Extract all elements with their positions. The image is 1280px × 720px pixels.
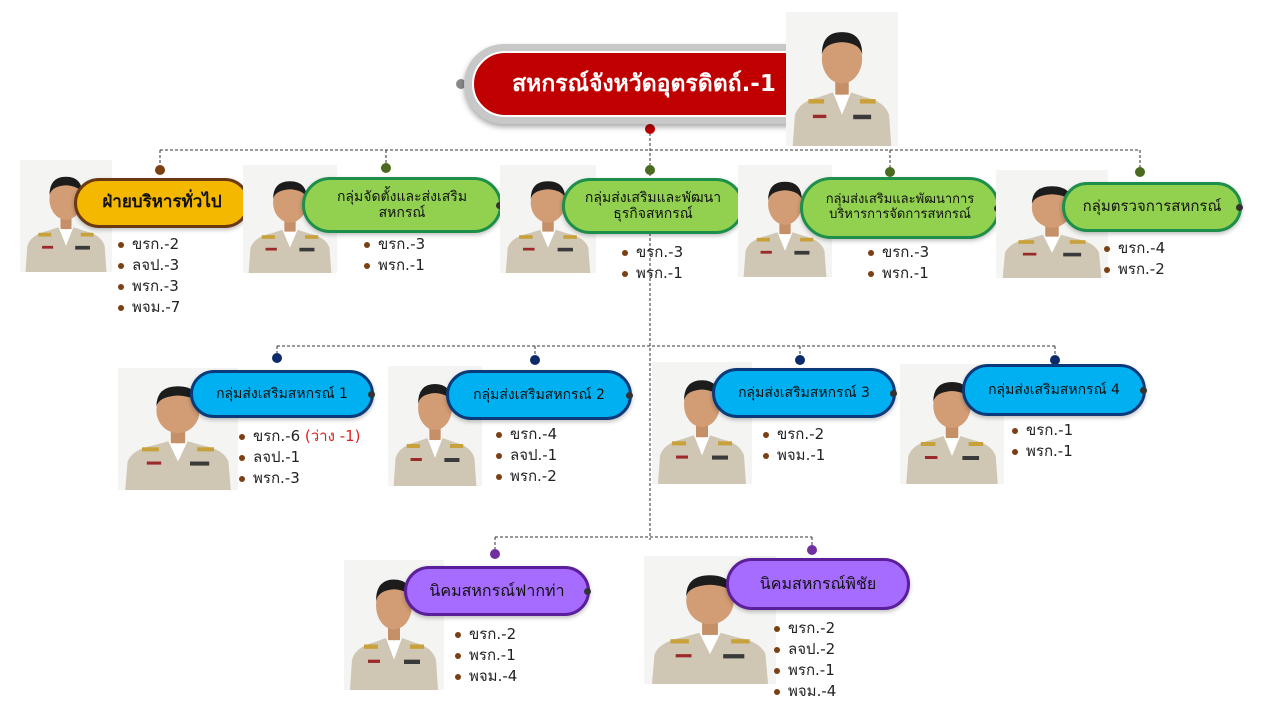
staff-item: พรก.-2 [1104, 259, 1165, 280]
head-title: สหกรณ์จังหวัดอุตรดิตถ์.-1 [512, 71, 776, 97]
staff-list-settlement-phichai: ขรก.-2 ลจป.-2 พรก.-1 พจม.-4 [774, 618, 836, 702]
staff-item: พรก.-1 [622, 263, 683, 284]
staff-item: พรก.-1 [774, 660, 836, 681]
pill-settlement-phichai: นิคมสหกรณ์พิชัย [726, 558, 910, 610]
pill-promo-3: กลุ่มส่งเสริมสหกรณ์ 3 [712, 368, 897, 418]
promo-2-name: กลุ่มส่งเสริมสหกรณ์ 2 [473, 386, 605, 403]
photo-group-establish [243, 165, 337, 273]
settlement-fakta-name: นิคมสหกรณ์ฟากท่า [429, 580, 565, 600]
staff-item: ขรก.-4 [496, 424, 557, 445]
group-inspection-name: กลุ่มตรวจการสหกรณ์ [1082, 197, 1222, 216]
staff-list-promo-3: ขรก.-2 พจม.-1 [763, 424, 825, 466]
group-establish-name: กลุ่มจัดตั้งและส่งเสริมสหกรณ์ [336, 188, 468, 221]
staff-list-promo-1: ขรก.-6 (ว่าง -1) ลจป.-1 พรก.-3 [239, 426, 361, 489]
pill-inspection-end-dot [1236, 203, 1243, 211]
staff-item: พรก.-1 [868, 263, 929, 284]
staff-list-inspection: ขรก.-4 พรก.-2 [1104, 238, 1165, 280]
photo-head [786, 12, 898, 146]
staff-item: ลจป.-3 [118, 255, 180, 276]
staff-list-business: ขรก.-3 พรก.-1 [622, 242, 683, 284]
staff-item: พรก.-2 [496, 466, 557, 487]
staff-item: พรก.-3 [118, 276, 180, 297]
pill-group-management: กลุ่มส่งเสริมและพัฒนาการบริหารการจัดการส… [800, 177, 1001, 239]
staff-item: ขรก.-1 [1012, 420, 1073, 441]
staff-item: ขรก.-6 (ว่าง -1) [239, 426, 361, 447]
staff-item: ลจป.-1 [496, 445, 557, 466]
pill-group-inspection: กลุ่มตรวจการสหกรณ์ [1062, 182, 1243, 232]
pill-promo-3-end-dot [890, 389, 897, 397]
staff-item: ขรก.-4 [1104, 238, 1165, 259]
group-business-name: กลุ่มส่งเสริมและพัฒนาธุรกิจสหกรณ์ [584, 189, 722, 222]
pill-promo-4-end-dot [1140, 386, 1147, 394]
staff-list-promo-2: ขรก.-4 ลจป.-1 พรก.-2 [496, 424, 557, 487]
staff-item: ลจป.-1 [239, 447, 361, 468]
connector-dot-admin [155, 165, 165, 175]
connector-dot-group-inspection [1135, 167, 1145, 177]
staff-item: ขรก.-2 [763, 424, 825, 445]
group-admin-name: ฝ่ายบริหารทั่วไป [102, 192, 222, 213]
staff-item: พรก.-1 [455, 645, 517, 666]
staff-item: พรก.-3 [239, 468, 361, 489]
staff-count: ขรก.-6 [253, 427, 301, 445]
connector-dot-head [645, 124, 655, 134]
staff-item: พรก.-1 [364, 255, 425, 276]
staff-item: พจม.-4 [774, 681, 836, 702]
connector-dot-settlement-phichai [807, 545, 817, 555]
connector-dot-promo-2 [530, 355, 540, 365]
photo-group-business [500, 165, 596, 273]
staff-list-establish: ขรก.-3 พรก.-1 [364, 234, 425, 276]
staff-item: พรก.-1 [1012, 441, 1073, 462]
pill-settlement-fakta: นิคมสหกรณ์ฟากท่า [404, 566, 591, 616]
staff-list-settlement-fakta: ขรก.-2 พรก.-1 พจม.-4 [455, 624, 517, 687]
connector-dot-promo-3 [795, 355, 805, 365]
staff-list-admin: ขรก.-2 ลจป.-3 พรก.-3 พจม.-7 [118, 234, 180, 318]
pill-promo-1: กลุ่มส่งเสริมสหกรณ์ 1 [190, 370, 375, 418]
staff-item: พจม.-7 [118, 297, 180, 318]
staff-item: ขรก.-3 [364, 234, 425, 255]
settlement-phichai-name: นิคมสหกรณ์พิชัย [759, 573, 877, 593]
head-title-pill: สหกรณ์จังหวัดอุตรดิตถ์.-1 [472, 51, 816, 117]
pill-promo-4: กลุ่มส่งเสริมสหกรณ์ 4 [962, 364, 1147, 416]
pill-fakta-end-dot [584, 587, 591, 595]
staff-list-promo-4: ขรก.-1 พรก.-1 [1012, 420, 1073, 462]
staff-item: ลจป.-2 [774, 639, 836, 660]
staff-item: ขรก.-3 [622, 242, 683, 263]
pill-promo-2: กลุ่มส่งเสริมสหกรณ์ 2 [446, 370, 633, 420]
pill-group-establish: กลุ่มจัดตั้งและส่งเสริมสหกรณ์ [302, 177, 503, 233]
pill-group-business: กลุ่มส่งเสริมและพัฒนาธุรกิจสหกรณ์ [562, 178, 745, 234]
staff-item: ขรก.-2 [774, 618, 836, 639]
promo-1-name: กลุ่มส่งเสริมสหกรณ์ 1 [216, 385, 348, 402]
group-management-name: กลุ่มส่งเสริมและพัฒนาการบริหารการจัดการส… [825, 192, 975, 222]
staff-item: ขรก.-3 [868, 242, 929, 263]
staff-list-management: ขรก.-3 พรก.-1 [868, 242, 929, 284]
pill-promo-2-end-dot [626, 391, 633, 399]
promo-3-name: กลุ่มส่งเสริมสหกรณ์ 3 [738, 384, 870, 401]
staff-item: ขรก.-2 [118, 234, 180, 255]
connector-dot-group-business [645, 165, 655, 175]
staff-item: พจม.-4 [455, 666, 517, 687]
vacancy-note: (ว่าง -1) [304, 427, 361, 445]
connector-dot-group-management [885, 167, 895, 177]
pill-establish-end-dot [496, 201, 503, 209]
pill-admin: ฝ่ายบริหารทั่วไป [74, 178, 251, 228]
pill-promo-1-end-dot [368, 390, 375, 398]
head-left-dot [456, 79, 466, 89]
staff-item: ขรก.-2 [455, 624, 517, 645]
connector-dot-promo-1 [272, 353, 282, 363]
promo-4-name: กลุ่มส่งเสริมสหกรณ์ 4 [988, 381, 1120, 398]
staff-item: พจม.-1 [763, 445, 825, 466]
connector-dot-group-establish [381, 163, 391, 173]
photo-promo-3 [652, 362, 752, 484]
photo-settlement-phichai [644, 556, 776, 684]
connector-dot-promo-4 [1050, 355, 1060, 365]
connector-dot-settlement-fakta [490, 549, 500, 559]
